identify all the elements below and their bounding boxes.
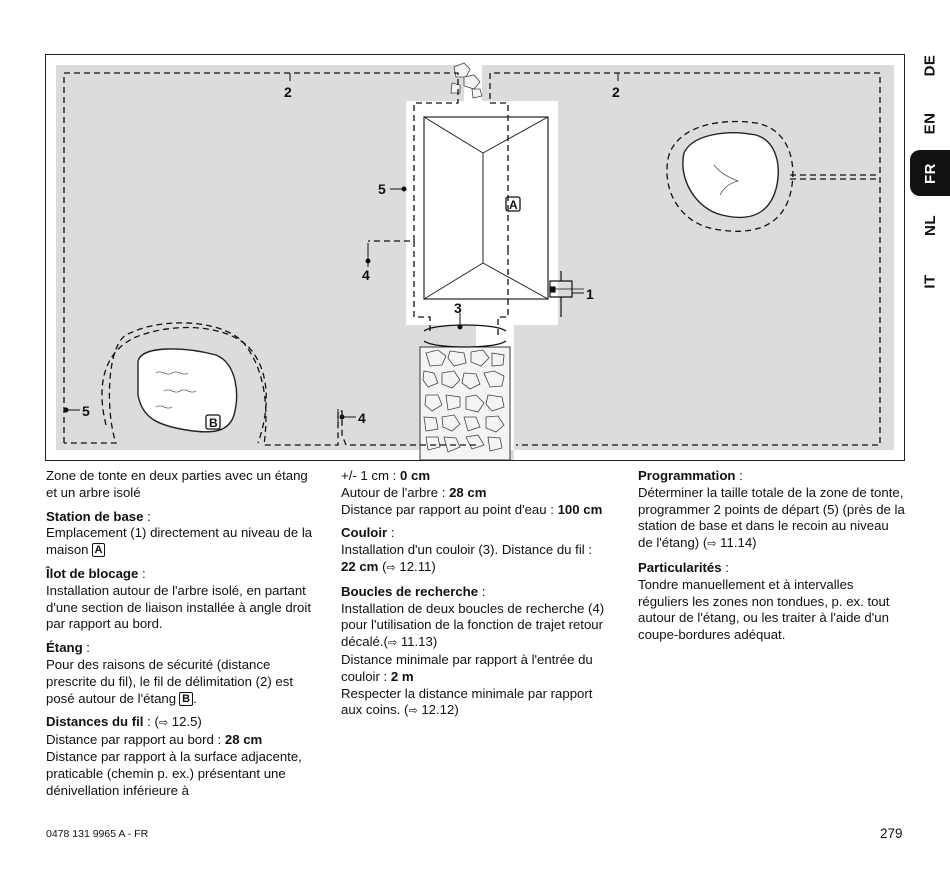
station-text: Emplacement (1) directement au niveau de… — [46, 525, 313, 558]
section-programmation: Programmation : Déterminer la taille tot… — [638, 468, 905, 551]
dist-edge-label: Distance par rapport au bord : — [46, 732, 225, 748]
lang-tab-fr[interactable]: FR — [910, 150, 950, 196]
lang-tab-de[interactable]: DE — [921, 54, 939, 76]
callout-4-bottom: 4 — [358, 410, 366, 426]
callout-2-left: 2 — [284, 84, 292, 100]
part-text: Tondre manuellement et à intervalles rég… — [638, 576, 890, 643]
section-boucles: Boucles de recherche : Installation de d… — [341, 583, 605, 718]
section-particularites: Particularités : Tondre manuellement et … — [638, 559, 890, 643]
marker-b: B — [209, 416, 218, 430]
boucles-ref: 11.13 — [400, 634, 433, 650]
boucles-min-value: 2 m — [390, 668, 414, 684]
page-number: 279 — [880, 826, 903, 841]
etang-text: Pour des raisons de sécurité (distance p… — [46, 656, 293, 706]
lang-tab-en[interactable]: EN — [921, 112, 939, 134]
couloir-value: 22 cm — [341, 558, 379, 574]
dist-title: Distances du fil — [46, 714, 144, 730]
callout-1: 1 — [586, 286, 594, 302]
boucles-corner-ref: 12.12 — [421, 702, 455, 718]
boucles-title: Boucles de recherche — [341, 583, 479, 599]
callout-5-bottom: 5 — [82, 403, 90, 419]
station-title: Station de base — [46, 508, 144, 524]
ilot-title: Îlot de blocage — [46, 565, 139, 581]
stone-path — [419, 346, 511, 460]
arrow-right-icon: ⇨ — [707, 538, 717, 551]
boucles-text: Installation de deux boucles de recherch… — [341, 600, 605, 650]
callout-5-top: 5 — [378, 181, 386, 197]
tree-wire — [666, 120, 794, 232]
pm-value: 0 cm — [400, 468, 431, 483]
section-station: Station de base : Emplacement (1) direct… — [46, 508, 313, 558]
arrow-right-icon: ⇨ — [158, 717, 169, 730]
tree-value: 28 cm — [449, 484, 487, 500]
couloir-text: Installation d'un couloir (3). Distance … — [341, 542, 593, 558]
document-code: 0478 131 9965 A - FR — [46, 828, 149, 840]
couloir-ref: 12.11 — [399, 558, 432, 574]
callout-4-top: 4 — [362, 267, 370, 283]
house-roof — [423, 116, 549, 300]
lang-tab-nl[interactable]: NL — [921, 214, 939, 236]
couloir-title: Couloir — [341, 525, 388, 541]
boundary-wire — [63, 72, 881, 446]
prog-title: Programmation — [638, 468, 736, 483]
tree-label: Autour de l'arbre : — [341, 484, 450, 500]
text-column-2: +/- 1 cm : 0 cm Autour de l'arbre : 28 c… — [341, 468, 607, 727]
text-column-1: Zone de tonte en deux parties avec un ét… — [46, 468, 314, 806]
language-tabs: DE EN FR NL IT — [910, 42, 950, 312]
dist-edge-value: 28 cm — [224, 732, 263, 748]
section-ilot: Îlot de blocage : Installation autour de… — [46, 565, 311, 632]
arrow-right-icon: ⇨ — [387, 637, 398, 650]
text-column-3: Programmation : Déterminer la taille tot… — [638, 468, 906, 651]
lang-tab-it[interactable]: IT — [921, 273, 939, 289]
callout-3: 3 — [454, 300, 462, 316]
callout-2-right: 2 — [612, 84, 620, 100]
intro-text: Zone de tonte en deux parties avec un ét… — [46, 468, 308, 500]
arrow-right-icon: ⇨ — [408, 705, 418, 718]
ilot-text: Installation autour de l'arbre isolé, en… — [46, 582, 311, 632]
pm-label: +/- 1 cm : — [341, 468, 400, 483]
prog-text: Déterminer la taille totale de la zone d… — [638, 484, 905, 551]
garden-diagram: 2 2 5 4 3 1 5 4 A B — [45, 54, 905, 461]
station-marker: A — [91, 543, 106, 558]
prog-ref: 11.14 — [720, 535, 753, 551]
etang-title: Étang — [46, 640, 83, 656]
marker-a: A — [509, 198, 518, 212]
section-couloir: Couloir : Installation d'un couloir (3).… — [341, 525, 593, 574]
diagram-svg: 2 2 5 4 3 1 5 4 A B — [56, 62, 894, 460]
dist-surface-text: Distance par rapport à la surface adjace… — [46, 748, 302, 798]
tree-island — [682, 132, 779, 219]
section-etang: Étang : Pour des raisons de sécurité (di… — [46, 640, 293, 706]
etang-marker: B — [179, 691, 194, 706]
water-value: 100 cm — [557, 501, 603, 517]
dist-ref: 12.5 — [171, 714, 198, 730]
pond-wire — [101, 326, 267, 444]
boucles-corner-text: Respecter la distance minimale par rappo… — [341, 685, 593, 718]
part-title: Particularités — [638, 559, 722, 575]
boucles-min-label: Distance minimale par rapport à l'entrée… — [341, 651, 593, 684]
section-distances: Distances du fil : (⇨ 12.5) Distance par… — [46, 714, 302, 798]
water-label: Distance par rapport au point d'eau : — [341, 501, 558, 517]
section-distances-cont: +/- 1 cm : 0 cm Autour de l'arbre : 28 c… — [341, 468, 607, 518]
arrow-right-icon: ⇨ — [386, 561, 396, 574]
